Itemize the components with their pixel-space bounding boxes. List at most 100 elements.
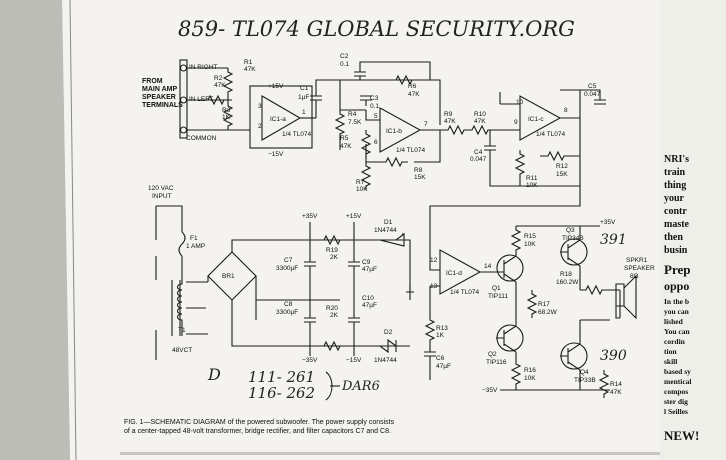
R7-val: 10K <box>356 186 368 193</box>
page-edge-line <box>69 0 77 460</box>
R19-val: 2K <box>330 254 339 261</box>
IC1c-val: 1/4 TL074 <box>536 131 566 138</box>
R17-val: 68.2W <box>538 309 558 316</box>
R20-ref: R20 <box>326 305 338 312</box>
ac-input-2: INPUT <box>152 193 172 200</box>
resistors-R15-R16 <box>510 226 522 390</box>
resistor-R20-cap-C10 <box>316 300 360 352</box>
transistor-Q3-leads <box>560 226 581 290</box>
R15-ref: R15 <box>524 233 536 240</box>
BR1-ref: BR1 <box>222 273 235 280</box>
diode-D1 <box>379 232 411 300</box>
ground-symbol <box>406 286 414 293</box>
R12-val: 15K <box>556 171 568 178</box>
C5-val: 0.047 <box>584 91 601 98</box>
R3-ref: R3 <box>222 107 231 114</box>
R14-val: 47K <box>610 389 622 396</box>
Q2-ref: Q2 <box>488 351 497 358</box>
scan-margin <box>0 0 70 460</box>
R16-ref: R16 <box>524 367 536 374</box>
transistor-Q1-leads <box>496 255 517 283</box>
pin-b5: 5 <box>374 113 378 120</box>
C10-val: 47µF <box>362 302 377 309</box>
side-text-16: skill <box>664 357 677 366</box>
side-text-15: tion <box>664 347 677 356</box>
ac-input-1: 120 VAC <box>148 185 174 192</box>
side-text-1: train <box>664 167 686 178</box>
terminal-common <box>179 126 188 134</box>
IC1a-ref: IC1-a <box>270 116 286 123</box>
R19-ref: R19 <box>326 247 338 254</box>
R11-ref: R11 <box>526 175 538 182</box>
D1-val: 1N4744 <box>374 227 397 234</box>
pin-a3: 3 <box>258 103 262 110</box>
Q4-val: TIP33B <box>574 377 596 384</box>
resistor-R5 <box>360 110 380 158</box>
rail-n15: −15V <box>346 357 362 364</box>
side-text-10: In the b <box>664 297 689 306</box>
side-text-5: maste <box>664 219 690 230</box>
transistor-Q1 <box>496 254 524 282</box>
resistor-R18 <box>580 284 620 296</box>
resistor-R2 <box>200 94 232 106</box>
capacitor-C3 <box>340 95 372 111</box>
handwritten-tag: DAR6 <box>341 379 380 394</box>
pin-d12: 12 <box>430 257 438 264</box>
R20-val: 2K <box>330 312 339 319</box>
R7-ref: R7 <box>356 179 365 186</box>
pin-a1: 1 <box>302 109 306 116</box>
R10-ref: R10 <box>474 111 486 118</box>
R6-val: 47K <box>408 91 420 98</box>
IC1d-val: 1/4 TL074 <box>450 289 480 296</box>
side-text-22: NEW! <box>664 428 699 443</box>
handwritten-390: 390 <box>600 348 627 364</box>
ic1c-wiring <box>499 89 606 119</box>
rail-stubs <box>309 222 355 356</box>
R8-ref: R8 <box>414 167 423 174</box>
resistor-R13-cap-C6 <box>424 316 436 380</box>
R10-val: 47K <box>474 118 486 125</box>
C3-val: 0.1 <box>370 103 379 110</box>
D2-val: 1N4744 <box>374 357 397 364</box>
C9-ref: C9 <box>362 259 371 266</box>
pin-c8: 8 <box>564 107 568 114</box>
side-text-3: your <box>664 193 685 204</box>
Q1-ref: Q1 <box>492 285 501 292</box>
handwritten-391: 391 <box>600 232 627 248</box>
T1-ref: T1 <box>178 327 186 334</box>
capacitor-C2 <box>339 61 431 110</box>
handwritten-header: 859- TL074 GLOBAL SECURITY.ORG <box>178 17 575 41</box>
capacitors-C7-C8 <box>304 240 316 346</box>
Q2-val: TIP116 <box>486 359 507 366</box>
terminal-left <box>179 96 188 104</box>
R1-ref: R1 <box>244 59 253 66</box>
source-label-3: SPEAKER <box>142 94 176 101</box>
stage-link-wire <box>429 186 581 271</box>
terminal-strip <box>179 59 188 139</box>
rail-n15-a: −15V <box>268 151 284 158</box>
rail-p15-a: +15V <box>268 83 284 90</box>
capacitor-C4 <box>484 110 581 187</box>
adjacent-page <box>660 0 726 460</box>
side-text-14: cordin <box>664 337 686 346</box>
fuse-F1 <box>178 231 186 257</box>
side-text-0: NRI's <box>664 154 689 165</box>
handwritten-line2: 116- 262 <box>248 384 315 402</box>
C2-ref: C2 <box>340 53 349 60</box>
F1-val: 1 AMP <box>186 243 205 250</box>
rail-p35b: +35V <box>600 219 616 226</box>
C1-val: 1µF <box>298 94 309 101</box>
opamp-ic1d <box>439 249 482 295</box>
pin-a2: 2 <box>258 123 262 130</box>
C4-ref: C4 <box>474 149 483 156</box>
R18-val: 160.2W <box>556 279 579 286</box>
resistor-R3 <box>222 96 250 131</box>
resistor-R14 <box>598 370 610 398</box>
T1-val: 48VCT <box>172 347 192 354</box>
C10-ref: C10 <box>362 295 374 302</box>
SPKR1-ref: SPKR1 <box>626 257 648 264</box>
side-text-18: mentical <box>664 377 692 386</box>
D1-ref: D1 <box>384 219 393 226</box>
pin-c10: 10 <box>516 99 524 106</box>
